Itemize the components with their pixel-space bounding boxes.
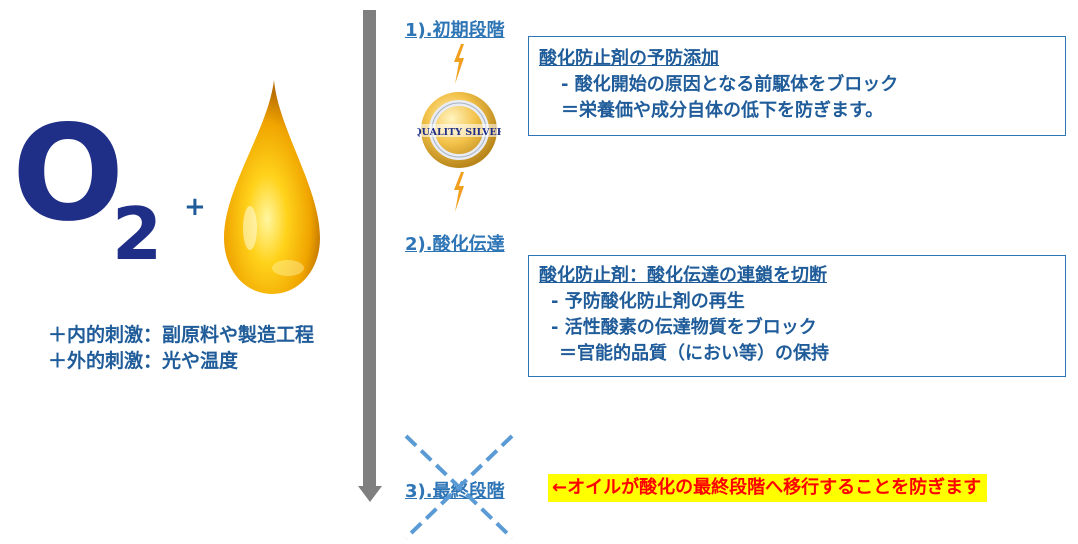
- chain-breaking-antioxidant-box: 酸化防止剤：酸化伝達の連鎖を切断 - 予防酸化防止剤の再生 - 活性酸素の伝達物…: [528, 255, 1066, 377]
- internal-stimulus-text: ＋内的刺激：副原料や製造工程: [48, 324, 315, 346]
- box1-line-1: - 酸化開始の原因となる前駆体をブロック: [561, 74, 899, 95]
- oil-drop-icon: [224, 80, 320, 294]
- box2-title: 酸化防止剤：酸化伝達の連鎖を切断: [539, 265, 827, 286]
- box1-line-2: ＝栄養価や成分自体の低下を防ぎます。: [561, 100, 884, 121]
- final-stage-prevention-note: ←オイルが酸化の最終段階へ移行することを防ぎます: [548, 474, 988, 502]
- lightning-bolt-icon: [454, 44, 464, 84]
- process-arrow-head: [358, 486, 382, 502]
- badge-text: QUALITY SILVER: [417, 127, 501, 138]
- box2-line-2: - 活性酸素の伝達物質をブロック: [551, 317, 817, 338]
- external-stimulus-text: ＋外的刺激：光や温度: [48, 350, 239, 372]
- preventive-antioxidant-box: 酸化防止剤の予防添加 - 酸化開始の原因となる前駆体をブロック ＝栄養価や成分自…: [528, 36, 1066, 136]
- o2-subscript: 2: [112, 192, 163, 276]
- stage-1-label: 1).初期段階: [405, 20, 505, 41]
- blocked-cross-icon: [404, 434, 514, 540]
- process-arrow-shaft: [363, 10, 376, 486]
- stage-2-label: 2).酸化伝達: [405, 234, 505, 255]
- quality-silver-badge: QUALITY SILVER: [417, 92, 501, 168]
- plus-sign: +: [184, 192, 206, 222]
- box2-line-3: ＝官能的品質（におい等）の保持: [559, 343, 829, 364]
- box2-line-1: - 予防酸化防止剤の再生: [551, 291, 745, 312]
- lightning-bolt-icon: [454, 172, 464, 212]
- stage-3-label: 3).最終段階: [405, 481, 505, 502]
- box1-title: 酸化防止剤の予防添加: [539, 48, 719, 69]
- o2-letter: O: [12, 97, 124, 251]
